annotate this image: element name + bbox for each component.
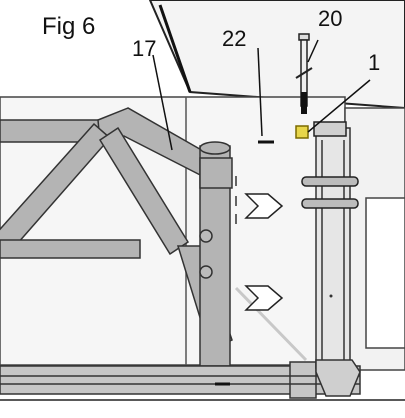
post-bolt-upper [199,229,213,243]
leader-22 [257,47,263,137]
right-door-slot [365,197,405,349]
truss-post-cap [199,141,231,155]
truss-frame-17 [0,107,233,367]
guide-line [234,286,308,362]
callout-20: 20 [318,6,342,31]
direction-arrow-icon [244,193,284,219]
column-clamp-lower [301,198,359,209]
callout-1: 1 [368,50,380,75]
rail-coupling [289,361,317,399]
bolt-nut-highlight [295,125,309,139]
post-bolt-lower [199,265,213,279]
figure-title: Fig 6 [42,13,95,40]
roof-edge [158,4,192,93]
column-bracket [313,121,347,137]
truss-bottom-rail [0,239,141,259]
bolt-20 [295,33,313,107]
column-pin [329,294,333,298]
callout-17: 17 [132,36,156,61]
callout-22: 22 [222,26,246,51]
leader-17 [152,54,173,151]
support-column-1 [315,127,351,369]
leader-20 [307,39,319,63]
roof-panel [148,0,405,110]
direction-arrow-icon [244,285,284,311]
bolt-shank-dark [301,92,307,114]
truss-diagonal-right [98,126,190,256]
bottom-rail [0,361,361,399]
truss-post-knuckle [199,157,233,189]
column-clamp-upper [301,176,359,187]
leader-1 [307,79,371,133]
column-foot [315,359,361,397]
bolt-head [298,33,310,41]
